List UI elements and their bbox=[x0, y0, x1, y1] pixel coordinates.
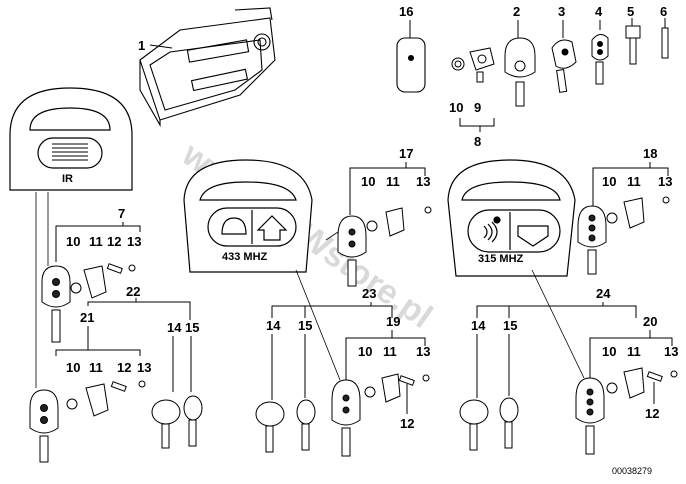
lock-parts-9-10 bbox=[451, 47, 495, 83]
remote-key-g18 bbox=[577, 196, 670, 275]
callout-12-g7: 12 bbox=[107, 234, 121, 249]
callout-23: 23 bbox=[362, 286, 376, 301]
callout-13-g7: 13 bbox=[127, 234, 141, 249]
key-part-5 bbox=[625, 25, 641, 65]
key-cover-part-16 bbox=[396, 37, 426, 93]
callout-19: 19 bbox=[386, 314, 400, 329]
key-part-6 bbox=[661, 27, 669, 59]
callout-15-r: 15 bbox=[503, 318, 517, 333]
diagram-number: 00038279 bbox=[612, 466, 652, 476]
callout-10-top: 10 bbox=[449, 100, 463, 115]
callout-12-g21: 12 bbox=[117, 360, 131, 375]
callout-11-g21: 11 bbox=[89, 360, 103, 375]
callout-13-g17: 13 bbox=[416, 174, 430, 189]
callout-11-g18: 11 bbox=[627, 174, 641, 189]
key-part-3 bbox=[551, 39, 577, 93]
callout-3: 3 bbox=[558, 4, 565, 19]
remote-key-g21 bbox=[29, 380, 203, 463]
callout-15-m: 15 bbox=[298, 318, 312, 333]
433mhz-label: 433 MHZ bbox=[222, 251, 268, 263]
callout-15-l: 15 bbox=[185, 320, 199, 335]
315mhz-receiver-panel bbox=[447, 159, 576, 277]
callout-11-g20: 11 bbox=[627, 344, 641, 359]
callout-17: 17 bbox=[399, 146, 413, 161]
callout-2: 2 bbox=[513, 4, 520, 19]
callout-12-g20: 12 bbox=[645, 406, 659, 421]
ir-receiver-panel bbox=[9, 87, 133, 191]
key-part-4 bbox=[591, 34, 609, 85]
callout-11-g19: 11 bbox=[383, 344, 397, 359]
callout-5: 5 bbox=[627, 4, 634, 19]
callout-20: 20 bbox=[643, 314, 657, 329]
callout-10-g21: 10 bbox=[66, 360, 80, 375]
callout-14-l: 14 bbox=[167, 320, 182, 335]
callout-1: 1 bbox=[138, 38, 145, 53]
callout-10-g18: 10 bbox=[602, 174, 616, 189]
callout-12-g19: 12 bbox=[400, 416, 414, 431]
callout-11-g7: 11 bbox=[89, 234, 103, 249]
callout-11-g17: 11 bbox=[386, 174, 400, 189]
callout-7: 7 bbox=[118, 206, 125, 221]
lock-housing-part-1 bbox=[139, 7, 276, 128]
remote-key-g20 bbox=[459, 367, 678, 455]
callout-21: 21 bbox=[80, 310, 94, 325]
remote-key-g7 bbox=[41, 263, 136, 343]
callout-10-g19: 10 bbox=[358, 344, 372, 359]
433mhz-receiver-panel bbox=[183, 159, 313, 273]
key-part-2 bbox=[504, 37, 536, 107]
callout-13-g21: 13 bbox=[137, 360, 151, 375]
callout-10-g7: 10 bbox=[66, 234, 80, 249]
callout-4: 4 bbox=[595, 4, 603, 19]
callout-16: 16 bbox=[399, 4, 413, 19]
callout-13-g18: 13 bbox=[658, 174, 672, 189]
callout-13-g19: 13 bbox=[416, 344, 430, 359]
callout-18: 18 bbox=[643, 146, 657, 161]
callout-10-g20: 10 bbox=[602, 344, 616, 359]
callout-14-r: 14 bbox=[471, 318, 486, 333]
callout-10-g17: 10 bbox=[361, 174, 375, 189]
callout-9: 9 bbox=[474, 100, 481, 115]
callout-14-m: 14 bbox=[266, 318, 281, 333]
ir-label: IR bbox=[62, 173, 73, 185]
callout-13-g20: 13 bbox=[664, 344, 678, 359]
callout-8: 8 bbox=[474, 134, 481, 149]
callout-22: 22 bbox=[126, 284, 140, 299]
callout-6: 6 bbox=[660, 4, 667, 19]
remote-key-g17 bbox=[337, 206, 432, 287]
remote-key-g19 bbox=[255, 373, 430, 457]
callout-24: 24 bbox=[596, 286, 611, 301]
315mhz-label: 315 MHZ bbox=[478, 253, 524, 265]
